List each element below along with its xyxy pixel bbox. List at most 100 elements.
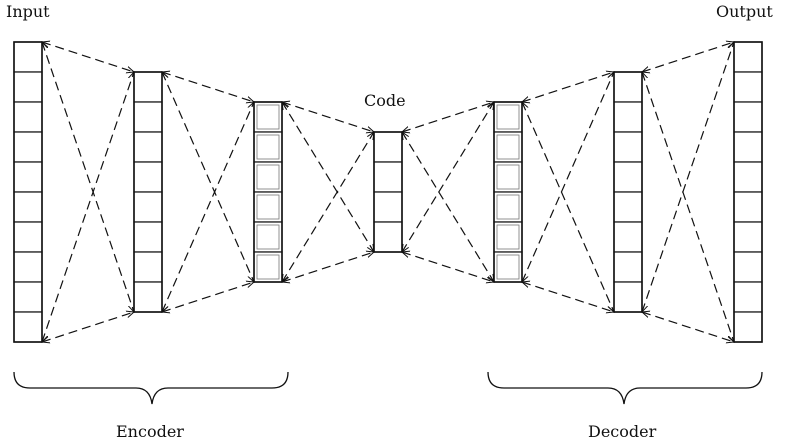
- connection-input-layer-encoder-hidden-1-bottom-to-top: [42, 72, 134, 342]
- decoder-label: Decoder: [588, 422, 657, 441]
- unit-cell-inner: [256, 104, 280, 130]
- unit-cell-inner: [496, 254, 520, 280]
- unit-cell: [133, 71, 163, 103]
- unit-cell: [133, 251, 163, 283]
- unit-cell: [13, 71, 43, 103]
- input-layer: [13, 41, 43, 343]
- unit-cell: [253, 161, 283, 193]
- unit-cell: [373, 131, 403, 163]
- unit-cell: [493, 191, 523, 223]
- unit-cell: [493, 161, 523, 193]
- unit-cell-inner: [256, 164, 280, 190]
- unit-cell: [733, 191, 763, 223]
- unit-cell: [733, 311, 763, 343]
- unit-cell-inner: [496, 104, 520, 130]
- unit-cell-inner: [496, 134, 520, 160]
- connection-decoder-hidden-1-decoder-hidden-2-bottom-to-top: [521, 72, 615, 282]
- unit-cell-inner: [496, 194, 520, 220]
- unit-cell: [613, 281, 643, 313]
- connection-code-layer-decoder-hidden-1-bottom-to-bottom: [402, 252, 494, 282]
- connection-code-layer-decoder-hidden-1-bottom-to-top: [402, 102, 494, 252]
- unit-cell-inner: [256, 134, 280, 160]
- connection-decoder-hidden-2-output-layer-bottom-to-top: [642, 42, 734, 312]
- layer-outline: [493, 101, 523, 283]
- connection-encoder-hidden-2-code-layer-bottom-to-top: [282, 132, 374, 282]
- connection-input-layer-encoder-hidden-1-top-to-bottom: [42, 42, 134, 312]
- input-label: Input: [6, 2, 50, 21]
- code-layer: [373, 131, 403, 253]
- unit-cell: [253, 131, 283, 163]
- output-layer: [733, 41, 763, 343]
- unit-cell: [13, 311, 43, 343]
- unit-cell: [733, 221, 763, 253]
- unit-cell: [133, 131, 163, 163]
- connection-encoder-hidden-1-encoder-hidden-2-top-to-top: [162, 72, 254, 102]
- unit-cell: [13, 131, 43, 163]
- unit-cell: [493, 251, 523, 283]
- unit-cell: [493, 131, 523, 163]
- unit-cell: [613, 71, 643, 103]
- connection-code-layer-decoder-hidden-1-top-to-top: [402, 102, 494, 132]
- connection-decoder-hidden-1-decoder-hidden-2-bottom-to-bottom: [522, 282, 614, 312]
- layer-outline: [613, 71, 643, 313]
- unit-cell: [733, 101, 763, 133]
- unit-cell: [133, 101, 163, 133]
- unit-cell: [253, 251, 283, 283]
- connection-encoder-hidden-1-encoder-hidden-2-bottom-to-top: [161, 102, 255, 312]
- unit-cell: [613, 101, 643, 133]
- unit-cell: [733, 161, 763, 193]
- layer-outline: [133, 71, 163, 313]
- connection-decoder-hidden-2-output-layer-bottom-to-bottom: [642, 312, 734, 342]
- unit-cell: [733, 251, 763, 283]
- unit-cell-inner: [256, 254, 280, 280]
- connection-encoder-hidden-1-encoder-hidden-2-top-to-bottom: [161, 72, 255, 282]
- unit-cell-inner: [256, 194, 280, 220]
- unit-cell: [733, 41, 763, 73]
- unit-cell: [613, 131, 643, 163]
- unit-cell: [13, 251, 43, 283]
- layer-outline: [13, 41, 43, 343]
- connection-encoder-hidden-2-code-layer-bottom-to-bottom: [282, 252, 374, 282]
- unit-cell: [13, 101, 43, 133]
- code-label: Code: [364, 91, 406, 110]
- connection-input-layer-encoder-hidden-1-top-to-top: [42, 42, 134, 72]
- unit-cell: [373, 221, 403, 253]
- encoder-brace: [13, 371, 289, 405]
- unit-cell: [133, 281, 163, 313]
- unit-cell: [13, 161, 43, 193]
- unit-cell: [13, 41, 43, 73]
- connection-encoder-hidden-2-code-layer-top-to-bottom: [282, 102, 374, 252]
- braces-group: [13, 371, 763, 405]
- layer-outline: [733, 41, 763, 343]
- unit-cell-inner: [256, 224, 280, 250]
- connection-decoder-hidden-2-output-layer-top-to-bottom: [642, 72, 734, 342]
- connection-input-layer-encoder-hidden-1-bottom-to-bottom: [42, 312, 134, 342]
- encoder-hidden-1: [133, 71, 163, 313]
- layer-outline: [253, 101, 283, 283]
- connections-group: [42, 42, 734, 342]
- unit-cell: [493, 221, 523, 253]
- unit-cell: [133, 161, 163, 193]
- output-label: Output: [716, 2, 773, 21]
- connection-encoder-hidden-1-encoder-hidden-2-bottom-to-bottom: [162, 282, 254, 312]
- unit-cell: [253, 191, 283, 223]
- layer-outline: [373, 131, 403, 253]
- connection-encoder-hidden-2-code-layer-top-to-top: [282, 102, 374, 132]
- unit-cell: [13, 191, 43, 223]
- connection-code-layer-decoder-hidden-1-top-to-bottom: [402, 132, 494, 282]
- unit-cell: [613, 221, 643, 253]
- unit-cell: [13, 221, 43, 253]
- layers-group: [13, 41, 763, 343]
- decoder-hidden-2: [613, 71, 643, 313]
- unit-cell: [733, 281, 763, 313]
- connection-decoder-hidden-1-decoder-hidden-2-top-to-top: [522, 72, 614, 102]
- unit-cell: [373, 191, 403, 223]
- unit-cell: [253, 221, 283, 253]
- decoder-brace: [487, 371, 763, 405]
- unit-cell: [613, 161, 643, 193]
- connection-decoder-hidden-2-output-layer-top-to-top: [642, 42, 734, 72]
- unit-cell: [493, 101, 523, 133]
- unit-cell: [733, 71, 763, 103]
- encoder-label: Encoder: [116, 422, 184, 441]
